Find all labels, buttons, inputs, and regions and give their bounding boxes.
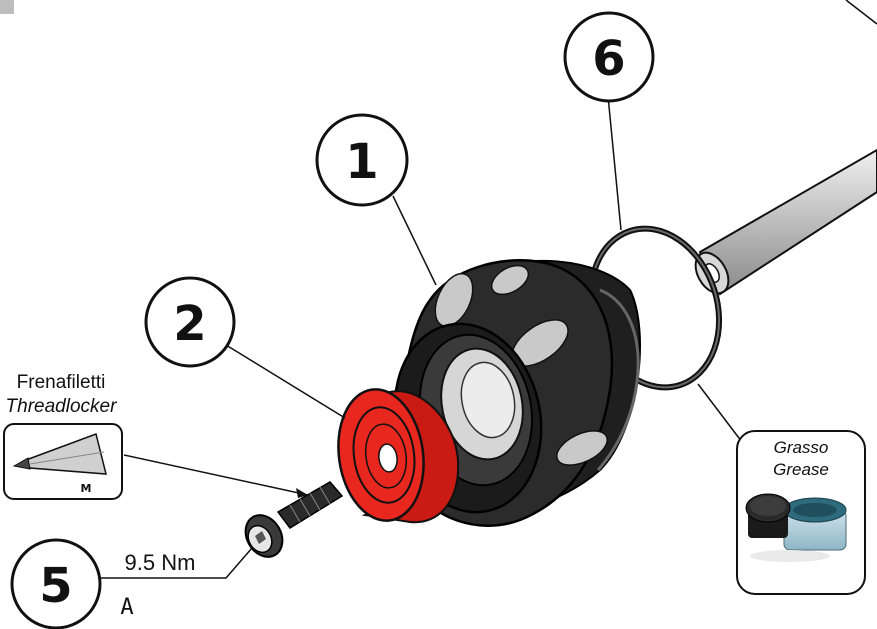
callout-circle-6 bbox=[563, 11, 655, 103]
callout-circle-5 bbox=[10, 538, 102, 629]
corner-mark bbox=[0, 0, 14, 14]
callout-number-6: 6 bbox=[592, 31, 625, 87]
callout-number-5: 5 bbox=[39, 558, 72, 614]
torque-value: 9.5 Nm bbox=[125, 550, 196, 575]
grease-jar-icon bbox=[745, 493, 847, 562]
leader-line-threadlocker bbox=[123, 454, 309, 496]
leader-line-1 bbox=[392, 195, 437, 286]
callout-circle-2 bbox=[144, 276, 236, 368]
callout-number-1: 1 bbox=[345, 134, 378, 190]
threadlocker-label-it: Frenafiletti bbox=[17, 372, 106, 393]
grease-label-en: Grease bbox=[773, 460, 829, 479]
arrowhead bbox=[296, 488, 308, 498]
leader-line-top-right bbox=[845, 0, 877, 25]
leader-line-grease bbox=[697, 383, 746, 447]
leader-line-6 bbox=[607, 95, 622, 231]
callout-circle-1 bbox=[315, 113, 409, 207]
shaft-rod bbox=[694, 148, 877, 296]
threadlocker-label-en: Threadlocker bbox=[6, 396, 118, 417]
threadlocker-tube-box: M bbox=[3, 423, 123, 500]
leader-line-2 bbox=[225, 344, 346, 419]
grease-label-it: Grasso bbox=[774, 438, 829, 457]
main-body-housing bbox=[393, 259, 641, 527]
red-cap-part bbox=[337, 388, 460, 524]
leader-line-5 bbox=[98, 547, 253, 579]
callout-number-2: 2 bbox=[173, 296, 206, 352]
torque-class-letter: A bbox=[120, 595, 133, 620]
socket-screw bbox=[244, 481, 344, 558]
grease-jar-box: Grasso Grease bbox=[736, 430, 866, 595]
tube-mark: M bbox=[81, 482, 92, 495]
